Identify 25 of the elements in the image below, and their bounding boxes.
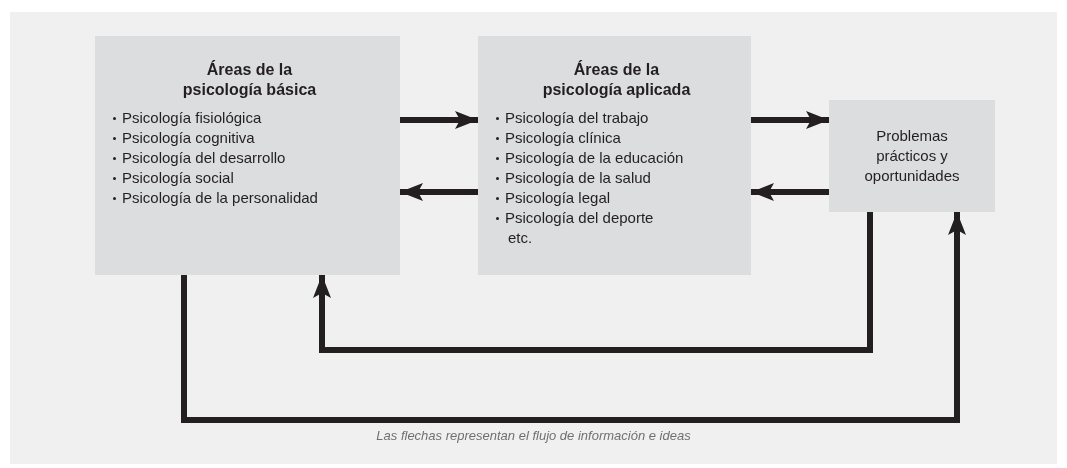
list-item: Psicología del trabajo — [505, 108, 649, 128]
list-item: Psicología de la educación — [505, 148, 684, 168]
arrow — [313, 212, 873, 353]
process-box — [829, 100, 995, 212]
arrow — [751, 111, 829, 129]
process-box — [478, 36, 751, 275]
list-item: Psicología de la salud — [505, 168, 651, 188]
process-box — [95, 36, 400, 275]
arrow — [400, 183, 478, 201]
list-item: Psicología legal — [505, 188, 611, 208]
list-item: Psicología de la personalidad — [122, 188, 318, 208]
list-item: Psicología social — [122, 168, 234, 188]
arrow — [400, 111, 478, 129]
box-text: Problemas prácticos y oportunidades — [863, 126, 961, 186]
list-item: Psicología del desarrollo — [122, 148, 286, 168]
box-heading: Áreas de la psicología básica — [181, 60, 318, 100]
box-heading: Áreas de la psicología aplicada — [541, 60, 692, 100]
caption: Las flechas representan el flujo de información e ideas — [376, 428, 691, 443]
list-item: Psicología clínica — [505, 128, 621, 148]
list-item: Psicología cognitiva — [122, 128, 255, 148]
list-item: Psicología del deporte — [505, 208, 654, 228]
arrow — [181, 212, 966, 423]
list-item: Psicología fisiológica — [122, 108, 262, 128]
list-item: etc. — [508, 228, 533, 248]
arrow — [751, 183, 829, 201]
